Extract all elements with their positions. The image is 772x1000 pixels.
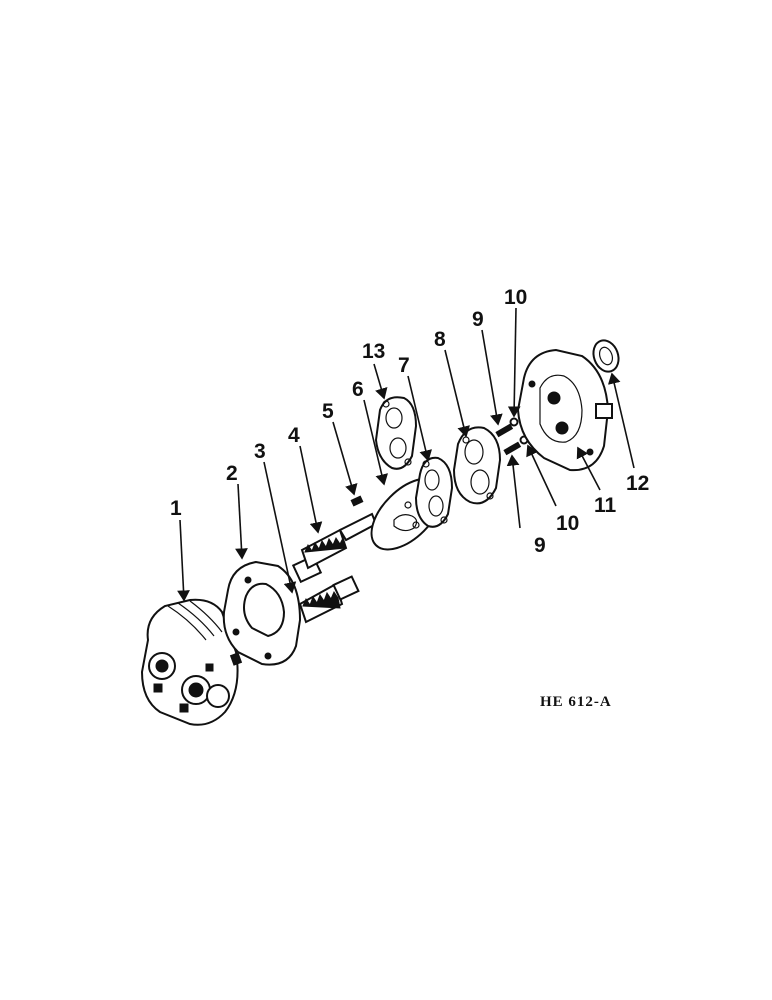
callout-3: 3: [254, 440, 266, 463]
callout-1: 1: [170, 497, 182, 520]
part-11-rear-cover: [516, 348, 613, 472]
callout-10-top: 10: [504, 286, 527, 309]
leader-10-bottom: [526, 444, 557, 507]
callout-13: 13: [362, 340, 385, 363]
leader-9-bottom: [506, 454, 521, 529]
callout-7: 7: [398, 354, 410, 377]
leader-1: [177, 519, 190, 602]
leader-12: [607, 372, 635, 469]
callout-5: 5: [322, 400, 334, 423]
callout-8: 8: [434, 328, 446, 351]
callout-6: 6: [352, 378, 364, 401]
leader-7: [407, 375, 433, 462]
leader-lines: [177, 307, 635, 602]
callout-4: 4: [288, 424, 300, 447]
leader-10-top: [507, 307, 521, 418]
part-1-front-housing: [140, 598, 239, 726]
leader-9-top: [481, 329, 503, 426]
part-5-pin: [350, 495, 364, 507]
callout-12: 12: [626, 472, 649, 495]
part-9-springs: [495, 423, 522, 456]
leader-3: [263, 461, 297, 594]
part-13-gasket: [374, 396, 418, 470]
part-8-wear-plate: [452, 426, 502, 505]
callout-9-top: 9: [472, 308, 484, 331]
leader-11: [576, 446, 601, 491]
part-2-pump-body: [222, 560, 302, 666]
leader-5: [332, 421, 358, 496]
callout-2: 2: [226, 462, 238, 485]
drawing-code: HE 612-A: [540, 694, 612, 710]
leader-4: [299, 445, 323, 534]
callout-11: 11: [594, 494, 617, 517]
leader-6: [363, 399, 389, 486]
leader-2: [235, 483, 248, 560]
leader-8: [444, 349, 470, 438]
part-3-4-gear-set: [291, 512, 378, 624]
part-12-seal: [592, 339, 620, 373]
part-7-gasket: [414, 456, 454, 528]
callout-10-bottom: 10: [556, 512, 579, 535]
callout-labels: 1 2 3 4 5 6 13 7 8 9 10 9 10 11 12: [170, 286, 649, 557]
leader-13: [373, 363, 388, 400]
callout-9-bottom: 9: [534, 534, 546, 557]
